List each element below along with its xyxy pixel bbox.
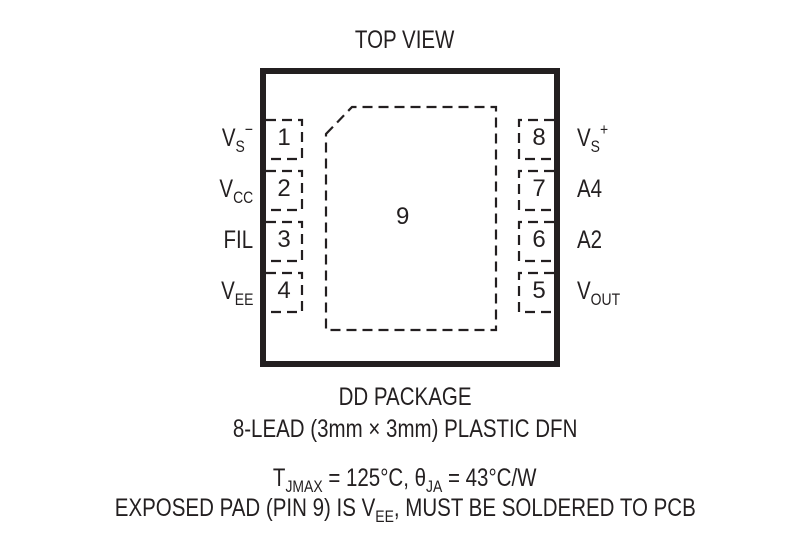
pin-number-5: 5: [532, 277, 546, 304]
pad-3: [266, 220, 304, 263]
diagram-title: TOP VIEW: [0, 26, 810, 55]
pin-label-vs-minus: VS−: [221, 120, 253, 156]
pin-number-3: 3: [277, 226, 291, 253]
pin-label-vcc: VCC: [219, 175, 253, 207]
pin-number-7: 7: [532, 175, 546, 202]
pin-label-vee: VEE: [220, 277, 253, 309]
pin-label-vout: VOUT: [577, 277, 621, 309]
pad-2: [266, 169, 304, 212]
pad-1: [266, 118, 304, 161]
exposed-pad-outline: [324, 105, 498, 332]
pad-7: [517, 169, 554, 212]
exposed-pad-note: EXPOSED PAD (PIN 9) IS VEE, MUST BE SOLD…: [114, 494, 696, 526]
pad-5: [517, 271, 554, 314]
pin-label-a2: A2: [577, 226, 603, 254]
package-description: 8-LEAD (3mm × 3mm) PLASTIC DFN: [232, 415, 578, 443]
right-pads: [517, 118, 554, 314]
package-body: [260, 68, 560, 367]
pin-number-8: 8: [532, 124, 546, 151]
pad-4: [266, 271, 304, 314]
pad-6: [517, 220, 554, 263]
pin-number-2: 2: [277, 175, 291, 202]
exposed-pad-number: 9: [396, 203, 410, 230]
pin-number-4: 4: [277, 277, 291, 304]
pin-label-fil: FIL: [223, 226, 253, 254]
pin-number-1: 1: [277, 124, 291, 151]
thermal-note: TJMAX = 125°C, θJA = 43°C/W: [273, 464, 537, 496]
pin-number-6: 6: [532, 226, 546, 253]
title-text: TOP VIEW: [355, 26, 455, 54]
pad-8: [517, 118, 554, 161]
pin-label-vs-plus: VS+: [577, 120, 609, 156]
pin-label-a4: A4: [577, 175, 603, 203]
left-pads: [266, 118, 304, 314]
package-name: DD PACKAGE: [338, 383, 472, 411]
